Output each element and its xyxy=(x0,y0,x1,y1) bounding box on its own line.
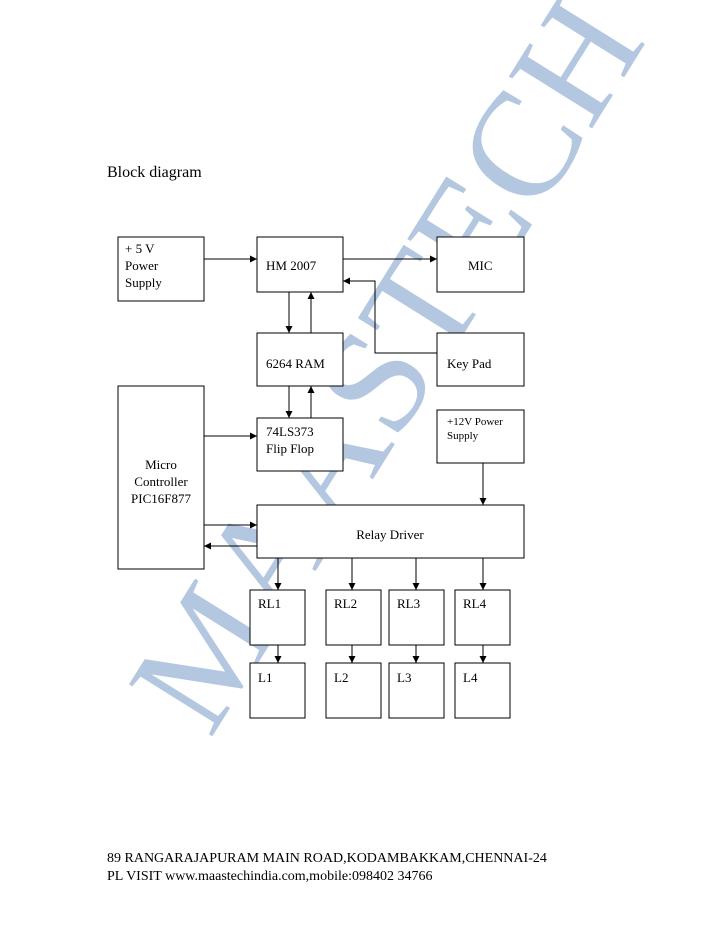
micro-line3: PIC16F877 xyxy=(131,491,191,506)
hm2007-label: HM 2007 xyxy=(266,258,317,273)
arrow-keypad-to-hm2007 xyxy=(343,277,437,354)
load-l2-label: L2 xyxy=(334,670,348,685)
mic-label: MIC xyxy=(468,258,493,273)
hm2007-block: HM 2007 xyxy=(256,236,344,293)
relay-driver-block: Relay Driver xyxy=(256,504,525,559)
flipflop-line2: Flip Flop xyxy=(266,441,314,456)
load-l3: L3 xyxy=(388,662,445,719)
footer-contact: PL VISIT www.maastechindia.com,mobile:09… xyxy=(107,869,433,884)
power-5v-line3: Supply xyxy=(125,275,162,290)
mic-block: MIC xyxy=(436,236,525,293)
load-l1: L1 xyxy=(249,662,306,719)
relay-rl2-label: RL2 xyxy=(334,596,357,611)
micro-line2: Controller xyxy=(134,474,188,489)
load-l4: L4 xyxy=(454,662,511,719)
page-title: Block diagram xyxy=(107,164,202,181)
relay-driver-label: Relay Driver xyxy=(356,527,424,542)
watermark-text: MAASTECH xyxy=(97,0,675,757)
keypad-block: Key Pad xyxy=(436,332,525,387)
power-12v-line2: Supply xyxy=(447,430,479,442)
relay-rl4-label: RL4 xyxy=(463,596,487,611)
relay-rl1: RL1 xyxy=(249,589,306,646)
power-5v-block: + 5 V Power Supply xyxy=(117,236,205,302)
ram-block: 6264 RAM xyxy=(256,332,344,387)
load-l4-label: L4 xyxy=(463,670,478,685)
power-12v-line1: +12V Power xyxy=(447,416,503,428)
power-5v-line1: + 5 V xyxy=(125,241,155,256)
relay-rl2: RL2 xyxy=(325,589,382,646)
flipflop-line1: 74LS373 xyxy=(266,424,314,439)
relay-rl3-label: RL3 xyxy=(397,596,420,611)
micro-line1: Micro xyxy=(145,457,177,472)
relay-rl3: RL3 xyxy=(388,589,445,646)
microcontroller-block: Micro Controller PIC16F877 xyxy=(117,385,205,570)
connections xyxy=(204,255,487,663)
keypad-label: Key Pad xyxy=(447,356,492,371)
flipflop-block: 74LS373 Flip Flop xyxy=(256,417,344,472)
relay-rl1-label: RL1 xyxy=(258,596,281,611)
footer-address: 89 RANGARAJAPURAM MAIN ROAD,KODAMBAKKAM,… xyxy=(107,851,547,866)
power-5v-line2: Power xyxy=(125,258,159,273)
load-l2: L2 xyxy=(325,662,382,719)
watermark: MAASTECH xyxy=(97,0,675,757)
power-12v-block: +12V Power Supply xyxy=(436,409,525,464)
load-l3-label: L3 xyxy=(397,670,411,685)
ram-label: 6264 RAM xyxy=(266,356,325,371)
load-l1-label: L1 xyxy=(258,670,272,685)
relay-rl4: RL4 xyxy=(454,589,511,646)
